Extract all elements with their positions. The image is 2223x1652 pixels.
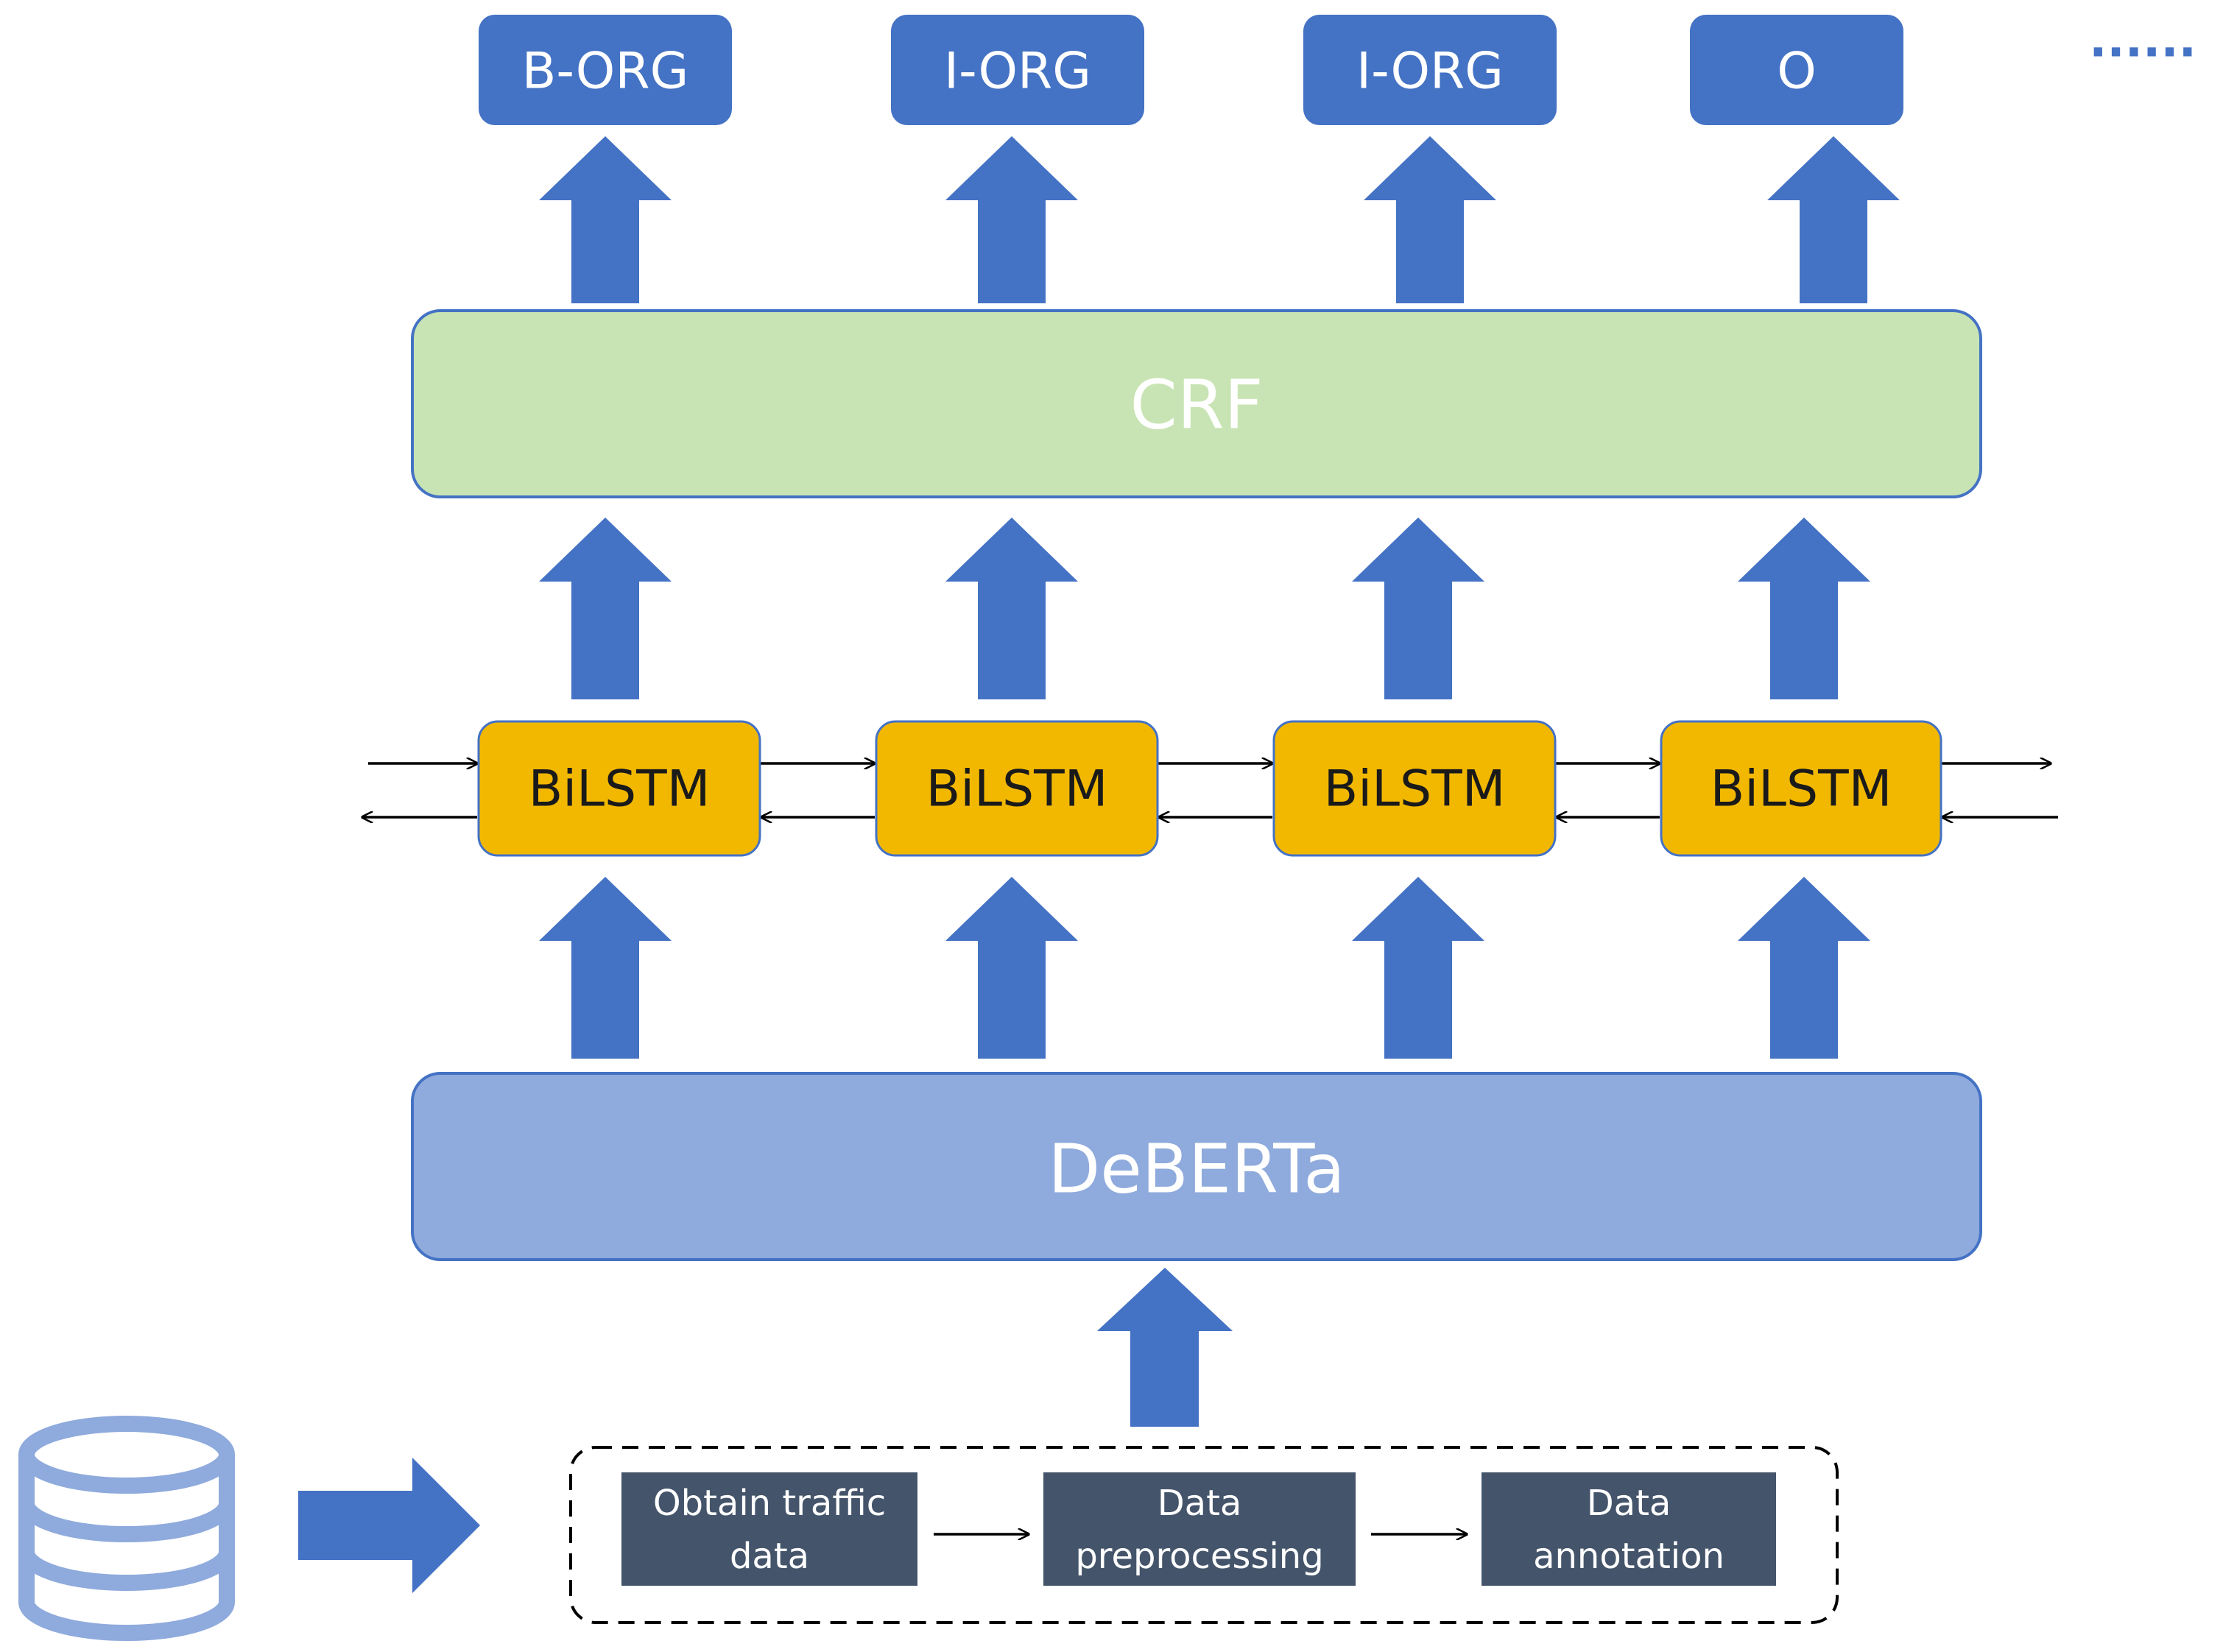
bilstm-box-2 [875, 720, 1159, 857]
arrow-up-deberta-1 [539, 877, 672, 1059]
step-3-line-1: Data [1587, 1483, 1671, 1524]
output-label-1: B-ORG [522, 43, 689, 101]
bilstm-label-3: BiLSTM [1324, 760, 1506, 819]
bilstm-box-4 [1660, 720, 1942, 857]
deberta-label: DeBERTa [1048, 1130, 1345, 1209]
step-1-line-1: Obtain traffic [653, 1483, 886, 1524]
arrow-up-deberta-2 [945, 877, 1078, 1059]
bilstm-connections [362, 763, 2058, 817]
arrow-up-crf-3 [1364, 136, 1496, 303]
bilstm-box-1 [477, 720, 761, 857]
pipeline-step-3: Data annotation [1482, 1472, 1776, 1586]
arrow-up-crf-4 [1767, 136, 1900, 303]
arrow-up-crf-2 [945, 136, 1078, 303]
arrow-right-database [298, 1458, 480, 1593]
bilstm-label-1: BiLSTM [529, 760, 711, 819]
pipeline-step-1: Obtain traffic data [621, 1472, 917, 1586]
arrow-up-pipeline [1097, 1268, 1233, 1427]
pipeline-container [569, 1446, 1839, 1624]
arrow-up-bilstm-2 [945, 518, 1078, 699]
arrow-up-bilstm-4 [1738, 518, 1870, 699]
arrow-up-bilstm-1 [539, 518, 672, 699]
flow-arrows [298, 136, 1900, 1593]
step-1-line-2: data [730, 1536, 809, 1577]
output-box-4 [1690, 15, 1903, 125]
step-3-line-2: annotation [1533, 1536, 1725, 1577]
output-labels: B-ORG I-ORG I-ORG O ······ [479, 15, 2196, 125]
bilstm-layer: BiLSTM BiLSTM BiLSTM BiLSTM [477, 720, 1942, 857]
output-box-1 [479, 15, 732, 125]
crf-label: CRF [1130, 366, 1263, 445]
bilstm-label-2: BiLSTM [926, 760, 1108, 819]
output-label-3: I-ORG [1356, 43, 1504, 101]
step-2-line-2: preprocessing [1075, 1536, 1323, 1577]
ellipsis-dots: ······ [2089, 26, 2196, 80]
output-box-2 [891, 15, 1144, 125]
bilstm-label-4: BiLSTM [1711, 760, 1892, 819]
step-box-obtain [621, 1472, 917, 1586]
output-box-3 [1303, 15, 1557, 125]
output-label-4: O [1777, 43, 1817, 101]
arrow-up-deberta-4 [1738, 877, 1870, 1059]
deberta-layer [411, 1072, 1982, 1261]
pipeline-step-2: Data preprocessing [1043, 1472, 1356, 1586]
step-box-annotation [1482, 1472, 1776, 1586]
bilstm-box-3 [1272, 720, 1557, 857]
step-box-preprocessing [1043, 1472, 1356, 1586]
crf-layer [411, 309, 1982, 498]
step-2-line-1: Data [1158, 1483, 1242, 1524]
arrow-up-deberta-3 [1352, 877, 1484, 1059]
arrow-up-crf-1 [539, 136, 672, 303]
database-icon [18, 1416, 235, 1641]
arrow-up-bilstm-3 [1352, 518, 1484, 699]
output-label-2: I-ORG [944, 43, 1091, 101]
